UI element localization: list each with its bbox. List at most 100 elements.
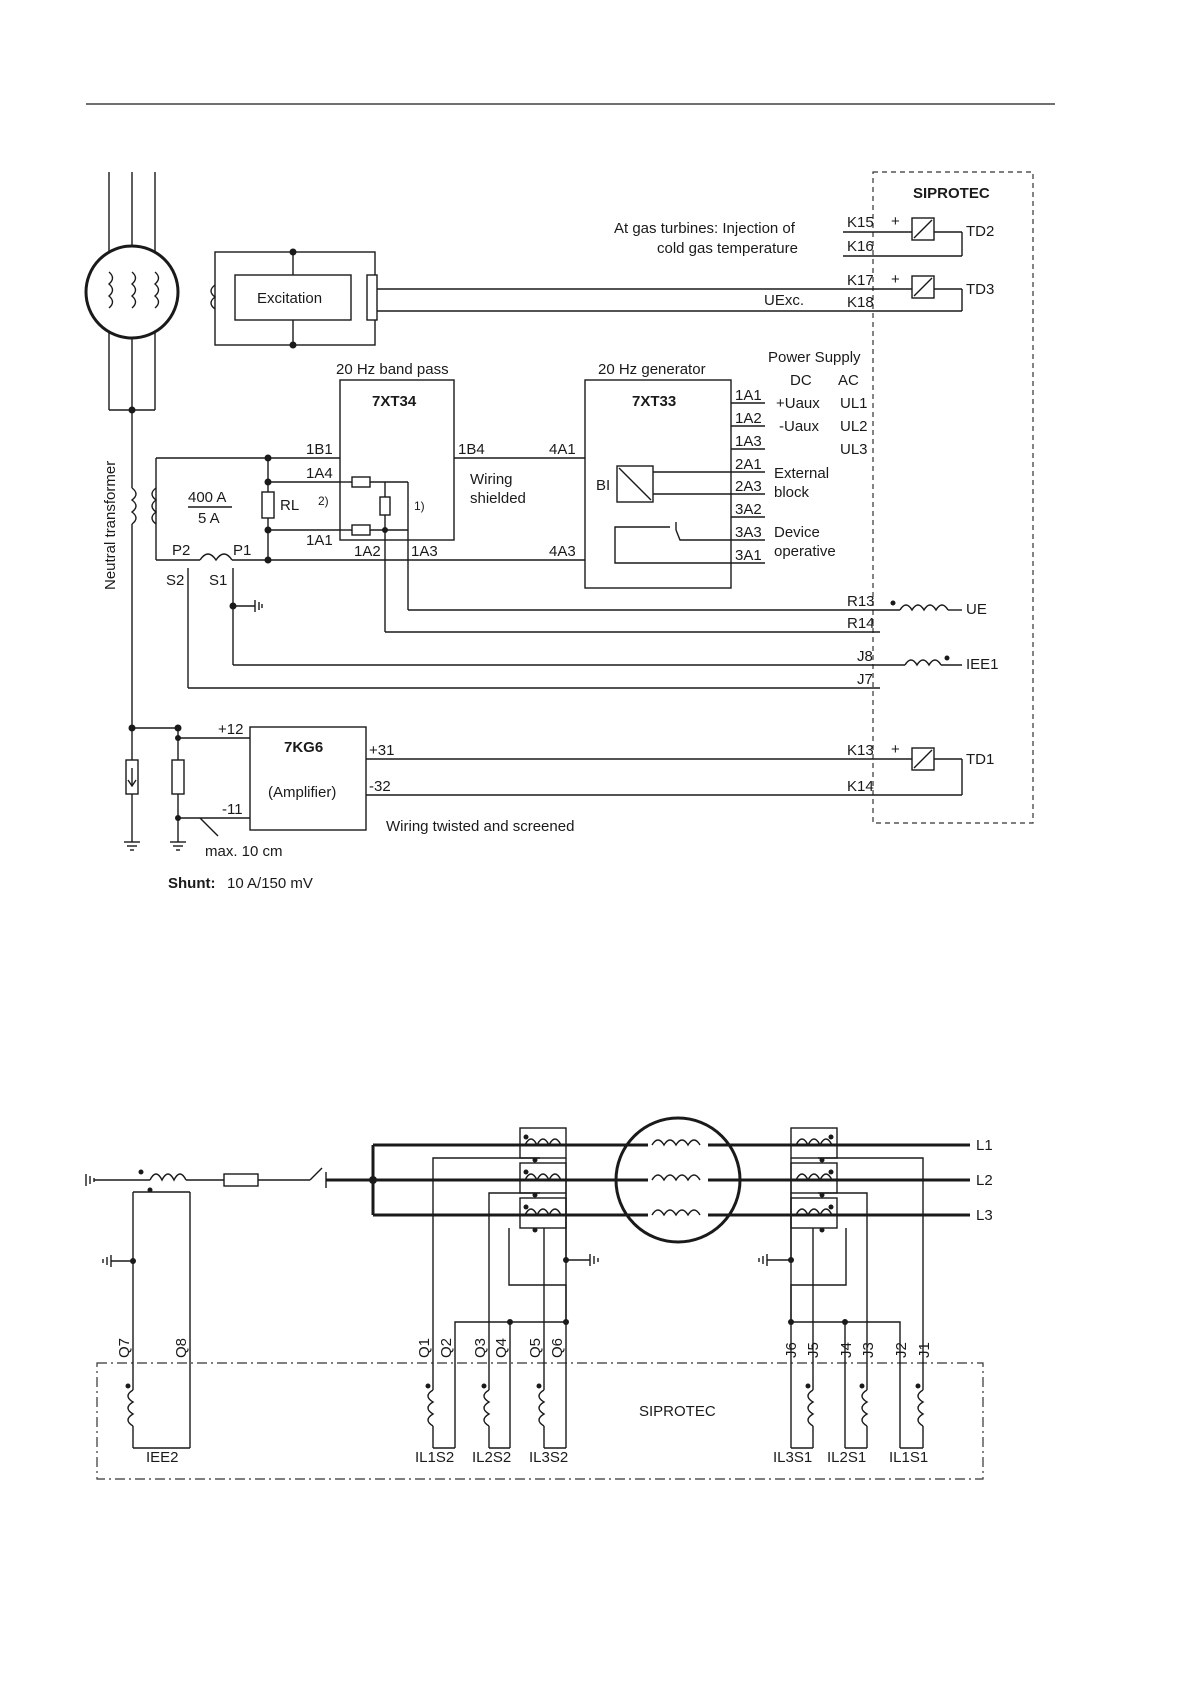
term-p2: P2 <box>172 542 190 559</box>
gen-term-3a3: 3A3 <box>735 524 762 541</box>
operative-label: operative <box>774 543 836 560</box>
td2-plus: + <box>891 213 900 230</box>
ue-label: UE <box>966 601 987 618</box>
td3-label: TD3 <box>966 281 994 298</box>
footnote-2: 2) <box>318 494 329 508</box>
iee2-label: IEE2 <box>146 1449 179 1466</box>
td2-input <box>843 217 963 257</box>
neutral-transformer-secondary <box>151 454 340 564</box>
ul1-label: UL1 <box>840 395 868 412</box>
term-j6: J6 <box>783 1342 800 1358</box>
amp-label: (Amplifier) <box>268 784 336 801</box>
term-k16: K16 <box>847 238 874 255</box>
device-label: Device <box>774 524 820 541</box>
term-q6: Q6 <box>549 1338 566 1358</box>
term-j2: J2 <box>893 1342 910 1358</box>
gen-term-4a3: 4A3 <box>549 543 576 560</box>
shunt-label: Shunt: <box>168 875 215 892</box>
term-j4: J4 <box>838 1342 855 1358</box>
il2s1-label: IL2S1 <box>827 1449 866 1466</box>
ue-input <box>385 600 962 633</box>
generator-symbol <box>84 244 180 340</box>
bp-term-1a2: 1A2 <box>354 543 381 560</box>
term-j5: J5 <box>805 1342 822 1358</box>
bp-term-1b1: 1B1 <box>306 441 333 458</box>
coils-s1 <box>790 1363 925 1449</box>
term-q5: Q5 <box>527 1338 544 1358</box>
td3-input <box>377 275 963 312</box>
td1-label: TD1 <box>966 751 994 768</box>
bp-term-1a3: 1A3 <box>411 543 438 560</box>
amp-term-plus12: +12 <box>218 721 243 738</box>
term-j3: J3 <box>860 1342 877 1358</box>
gen-term-1a1: 1A1 <box>735 387 762 404</box>
footnote-1: 1) <box>414 499 425 513</box>
neutral-transformer-label: Neutral transformer <box>102 461 119 590</box>
td1-plus: + <box>891 741 900 758</box>
amp-term-minus11: -11 <box>222 801 243 818</box>
uaux-minus-label: -Uaux <box>779 418 820 435</box>
wiring-shielded-2: shielded <box>470 490 526 507</box>
term-q2: Q2 <box>438 1338 455 1358</box>
excitation-block <box>210 248 378 349</box>
gas-note-line2: cold gas temperature <box>657 240 798 257</box>
il1s2-label: IL1S2 <box>415 1449 454 1466</box>
load-resistor-label: RL <box>280 497 299 514</box>
term-k15: K15 <box>847 214 874 231</box>
siprotec-boundary-bottom <box>96 1362 984 1480</box>
shunt-and-ground <box>124 728 219 851</box>
amp-term-plus31: +31 <box>369 742 394 759</box>
term-q1: Q1 <box>416 1338 433 1358</box>
term-k14: K14 <box>847 778 874 795</box>
bp-term-1a1: 1A1 <box>306 532 333 549</box>
gen-term-1a3: 1A3 <box>735 433 762 450</box>
phase-l2: L2 <box>976 1172 993 1189</box>
il1s1-label: IL1S1 <box>889 1449 928 1466</box>
il2s2-label: IL2S2 <box>472 1449 511 1466</box>
term-j8: J8 <box>857 648 873 665</box>
il3s2-label: IL3S2 <box>529 1449 568 1466</box>
gen-term-1a2: 1A2 <box>735 410 762 427</box>
bp-term-1a4: 1A4 <box>306 465 333 482</box>
uexc-label: UExc. <box>764 292 804 309</box>
gen-term-3a1: 3A1 <box>735 547 762 564</box>
phase-l1: L1 <box>976 1137 993 1154</box>
ul3-label: UL3 <box>840 441 868 458</box>
iee1-label: IEE1 <box>966 656 999 673</box>
band-pass-title: 20 Hz band pass <box>336 361 449 378</box>
uaux-plus-label: +Uaux <box>776 395 820 412</box>
siprotec-boundary <box>872 171 1034 824</box>
machine-symbol <box>614 1116 742 1244</box>
term-q4: Q4 <box>493 1338 510 1358</box>
ac-label: AC <box>838 372 859 389</box>
term-q8: Q8 <box>173 1338 190 1358</box>
generator-title: 20 Hz generator <box>598 361 706 378</box>
wiring-twisted-label: Wiring twisted and screened <box>386 818 574 835</box>
generator-7xt33 <box>584 379 765 589</box>
band-pass-7xt34 <box>268 379 585 632</box>
gen-term-2a3: 2A3 <box>735 478 762 495</box>
term-p1: P1 <box>233 542 251 559</box>
max-10cm-label: max. 10 cm <box>205 843 283 860</box>
amp-device: 7KG6 <box>284 739 323 756</box>
top-connection-diagram: SIPROTEC Neutral transformer <box>84 171 1034 892</box>
phase-l3: L3 <box>976 1207 993 1224</box>
term-k17: K17 <box>847 272 874 289</box>
power-supply-label: Power Supply <box>768 349 861 366</box>
iee1-input <box>188 655 962 689</box>
gen-term-2a1: 2A1 <box>735 456 762 473</box>
gas-note-line1: At gas turbines: Injection of <box>614 220 796 237</box>
ct-ratio-primary: 400 A <box>188 489 226 506</box>
term-j7: J7 <box>857 671 873 688</box>
term-k18: K18 <box>847 294 874 311</box>
shunt-value: 10 A/150 mV <box>227 875 313 892</box>
td3-plus: + <box>891 271 900 288</box>
gen-term-4a1: 4A1 <box>549 441 576 458</box>
term-q7: Q7 <box>116 1338 133 1358</box>
left-ct-group <box>432 1127 599 1363</box>
excitation-label: Excitation <box>257 290 322 307</box>
block-label: block <box>774 484 810 501</box>
term-s2: S2 <box>166 572 184 589</box>
bp-term-1b4: 1B4 <box>458 441 485 458</box>
